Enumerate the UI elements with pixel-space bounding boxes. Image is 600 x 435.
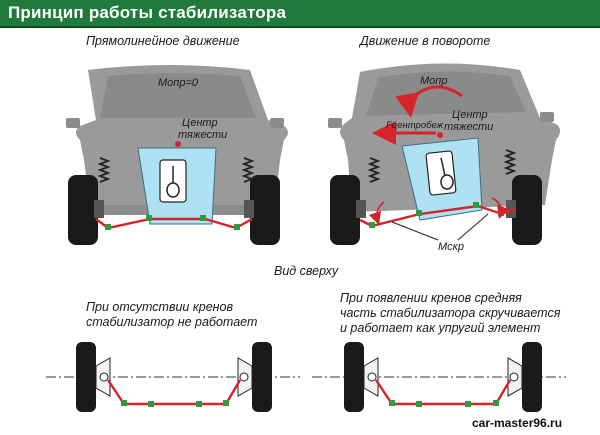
page-title: Принцип работы стабилизатора [8, 3, 287, 22]
roll-moment-label: Mопр [420, 75, 448, 87]
car-straight [66, 65, 288, 245]
hub-left-straight [94, 200, 104, 218]
gauge-bob-straight [166, 182, 180, 198]
top-view-caption: Вид сверху [274, 264, 339, 278]
joint-1-turn [369, 222, 375, 228]
top-joint-right-3 [465, 401, 471, 407]
top-wheel-right-a [344, 342, 364, 412]
top-ball-joint-right-a [367, 372, 377, 382]
joint-1-straight [105, 224, 111, 230]
caption-turn: Движение в повороте [360, 34, 491, 48]
wheel-right-turn [512, 175, 542, 245]
hub-right-straight [244, 200, 254, 218]
joint-3-straight [200, 215, 206, 221]
moment-zero-label: Mопр=0 [158, 77, 198, 89]
top-wheel-left-a [76, 342, 96, 412]
top-view-left-text-2: стабилизатор не работает [86, 315, 258, 329]
gauge-bob-turn [440, 174, 454, 190]
top-ball-joint-left-b [239, 372, 249, 382]
torsion-leader-right [457, 213, 489, 241]
top-joint-left-3 [196, 401, 202, 407]
top-view-right-text-3: и работает как упругий элемент [340, 321, 541, 335]
mirror-left-straight [66, 118, 80, 128]
top-joint-right-2 [416, 401, 422, 407]
center-of-gravity-dot-straight [175, 141, 181, 147]
top-stabilizer-bar-left [107, 379, 242, 406]
spring-right-turn [503, 149, 517, 175]
center-of-gravity-dot-turn [437, 132, 443, 138]
wheel-left-straight [68, 175, 98, 245]
watermark: car-master96.ru [472, 416, 563, 430]
centrifugal-force-label: Fцентробеж [386, 120, 444, 131]
top-view-straight [46, 342, 300, 412]
joint-3-turn [473, 202, 479, 208]
top-wheel-left-b [252, 342, 272, 412]
mirror-right-turn [540, 112, 554, 122]
top-joint-right-1 [389, 400, 395, 406]
joint-2-straight [146, 215, 152, 221]
roll-moment-arrow-icon [395, 85, 463, 118]
top-joint-left-1 [121, 400, 127, 406]
torsion-moment-label: Mскр [438, 241, 464, 253]
gauge-frame-turn [425, 150, 457, 196]
caption-straight: Прямолинейное движение [86, 34, 240, 48]
top-view-right-text-1: При появлении кренов средняя [340, 291, 522, 305]
center-label-turn-2: тяжести [444, 121, 494, 133]
center-label-turn-1: Центр [452, 109, 488, 121]
car-turn [328, 63, 560, 245]
spring-right-straight [241, 157, 255, 183]
top-view-left-text-1: При отсутствии кренов [86, 300, 234, 314]
torsion-arrow-left-icon [368, 201, 385, 226]
top-view-turn [312, 342, 566, 412]
spring-left-straight [97, 157, 111, 183]
top-joint-left-4 [223, 400, 229, 406]
top-joint-left-2 [148, 401, 154, 407]
joint-4-straight [234, 224, 240, 230]
top-joint-right-4 [493, 400, 499, 406]
center-label-straight-2: тяжести [178, 129, 228, 141]
spring-left-turn [367, 157, 381, 183]
top-stabilizer-bar-right [375, 379, 512, 406]
torsion-leader-left [391, 221, 439, 241]
center-label-straight-1: Центр [182, 117, 218, 129]
torsion-arrow-right-icon [491, 197, 510, 220]
mirror-right-straight [270, 118, 284, 128]
top-ball-joint-left-a [99, 372, 109, 382]
title-banner: Принцип работы стабилизатора [0, 0, 600, 28]
top-ball-joint-right-b [509, 372, 519, 382]
top-wheel-right-b [522, 342, 542, 412]
wheel-left-turn [330, 175, 360, 245]
hub-left-turn [356, 200, 366, 218]
top-view-right-text-2: часть стабилизатора скручивается [340, 306, 561, 320]
joint-2-turn [416, 210, 422, 216]
wheel-right-straight [250, 175, 280, 245]
windshield-straight [100, 73, 256, 118]
mirror-left-turn [328, 118, 342, 128]
